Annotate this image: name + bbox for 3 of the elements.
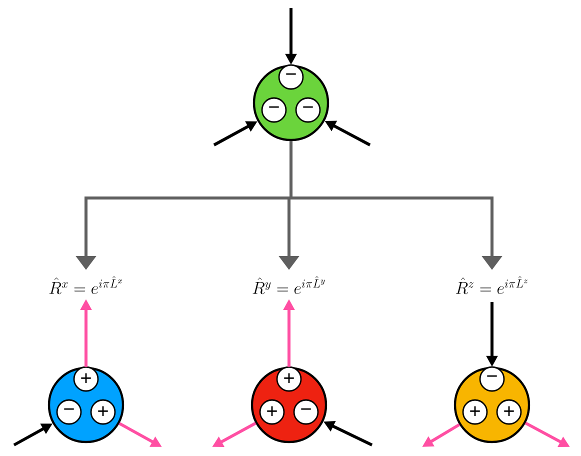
- formula: $\hat{R}^z = e^{i\pi\hat{L}^z}$: [456, 276, 528, 294]
- formula: $\hat{R}^x = e^{i\pi\hat{L}^x}$: [49, 276, 122, 294]
- formula: $\hat{R}^y = e^{i\pi\hat{L}^y}$: [252, 276, 325, 294]
